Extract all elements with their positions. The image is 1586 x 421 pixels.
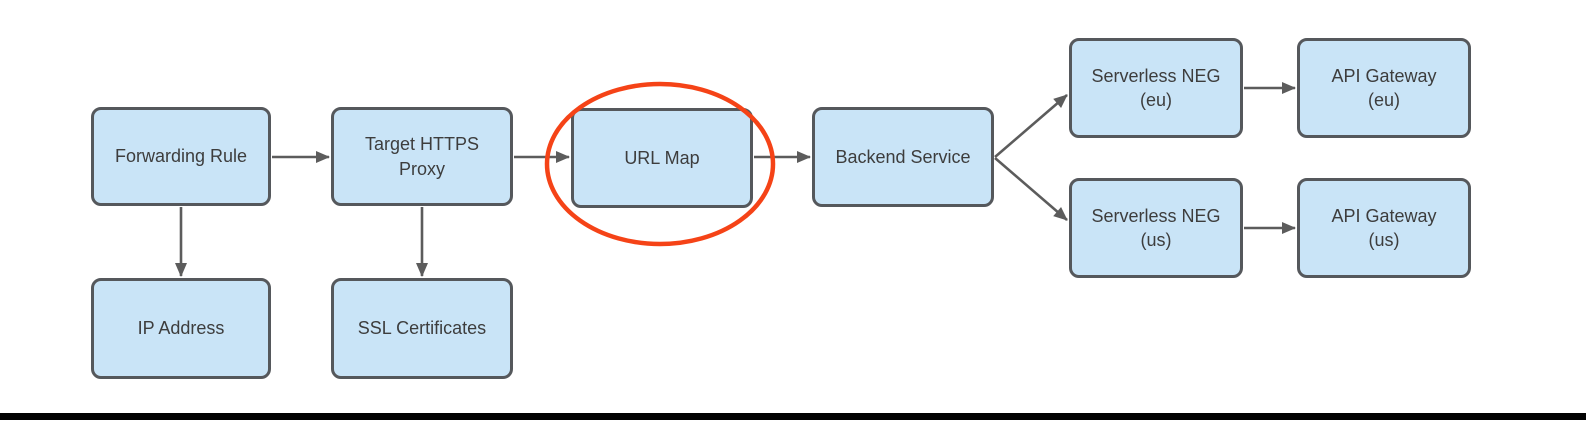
node-serverless-neg-us: Serverless NEG (us) (1069, 178, 1243, 278)
node-label: SSL Certificates (357, 318, 487, 339)
node-forwarding-rule: Forwarding Rule (91, 107, 271, 206)
node-api-gateway-eu: API Gateway (eu) (1297, 38, 1471, 138)
node-ssl-certificates: SSL Certificates (331, 278, 513, 379)
edge-backend-service-to-serverless-neg-us (994, 157, 1068, 221)
node-label: Forwarding Rule (114, 146, 248, 167)
node-label: IP Address (137, 318, 225, 339)
node-ip-address: IP Address (91, 278, 271, 379)
bottom-border-bar (0, 413, 1586, 420)
edge-backend-service-to-serverless-neg-eu (994, 94, 1068, 158)
node-label: Serverless NEG (us) (1091, 205, 1221, 250)
node-label: Target HTTPS Proxy (364, 134, 480, 179)
node-label: Serverless NEG (eu) (1091, 65, 1221, 110)
node-label: Backend Service (835, 146, 971, 167)
node-label: API Gateway (eu) (1331, 65, 1437, 110)
node-api-gateway-us: API Gateway (us) (1297, 178, 1471, 278)
node-label: API Gateway (us) (1331, 205, 1437, 250)
node-serverless-neg-eu: Serverless NEG (eu) (1069, 38, 1243, 138)
node-label: URL Map (624, 147, 700, 168)
node-url-map: URL Map (571, 108, 753, 208)
node-target-https-proxy: Target HTTPS Proxy (331, 107, 513, 206)
node-backend-service: Backend Service (812, 107, 994, 207)
